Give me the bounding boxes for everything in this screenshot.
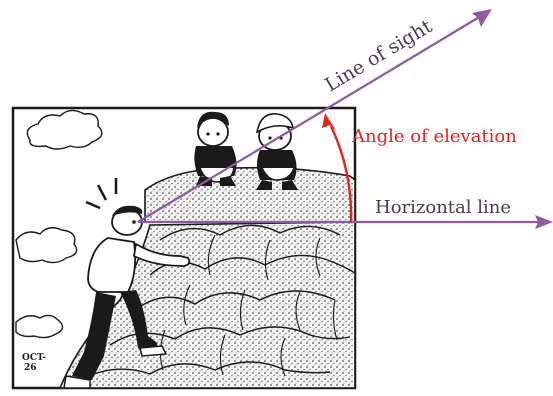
horizontal-line-label: Horizontal line <box>375 197 511 218</box>
artist-signature-line1: OCT- <box>22 353 46 363</box>
angle-of-elevation-label: Angle of elevation <box>351 126 517 147</box>
observer-right <box>256 114 298 190</box>
line-of-sight-label: Line of sight <box>321 15 436 96</box>
cloud-left-middle <box>16 228 77 263</box>
cliff-plateau <box>145 168 355 222</box>
cartoon-panel: OCT- 26 <box>13 108 355 388</box>
artist-signature-line2: 26 <box>24 363 37 373</box>
cloud-left-lower <box>16 315 63 337</box>
